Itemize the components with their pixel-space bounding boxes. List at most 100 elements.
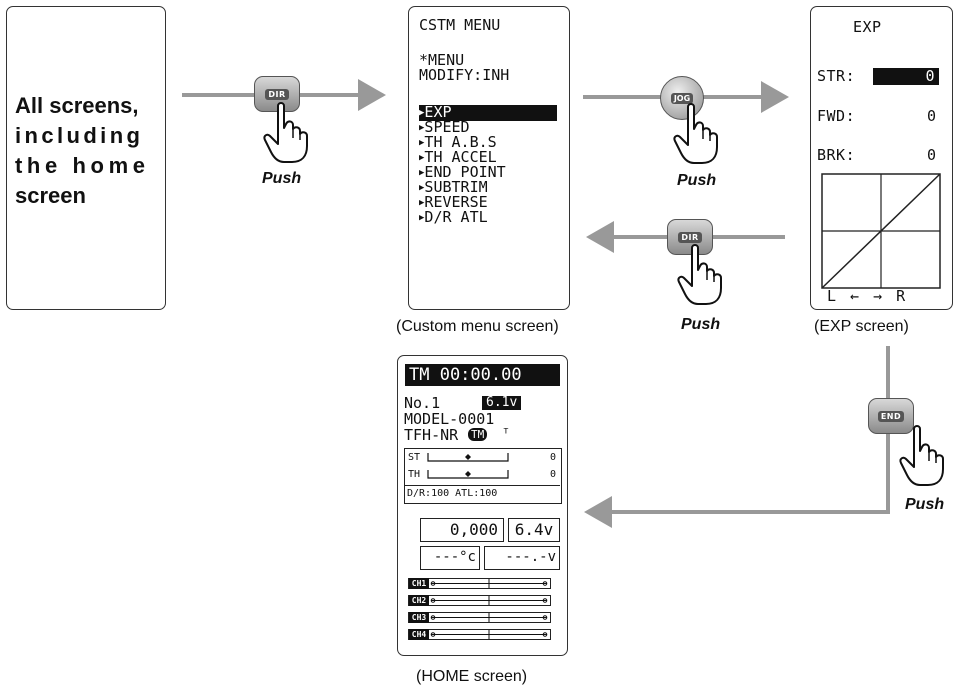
home-volt3-box: ---.-v: [484, 546, 560, 570]
exp-str-label: STR:: [817, 67, 856, 85]
home-caption: (HOME screen): [416, 668, 528, 685]
exp-screen: EXP STR: 0 FWD: 0 BRK: 0 L ← → R: [810, 6, 953, 310]
all-screens-line-1: All screens,: [15, 93, 139, 118]
push-label: Push: [681, 316, 721, 333]
all-screens-panel: All screens, including the home screen: [6, 6, 166, 310]
home-st-row: ST 0: [408, 452, 556, 466]
menu-pointer-icon: ▶: [419, 153, 425, 163]
home-type-text: TFH-NR: [404, 426, 459, 444]
menu-item-speed[interactable]: ▶SPEED: [419, 120, 470, 136]
menu-title: CSTM MENU: [419, 16, 501, 34]
channel-label: CH1: [409, 578, 429, 589]
exp-axis-label: L ← → R: [827, 287, 906, 305]
home-counter-box: 0,000: [420, 518, 504, 542]
home-timer: TM 00:00.00: [405, 364, 560, 386]
channel-bar: [430, 613, 548, 622]
home-temp: ---°c: [433, 549, 476, 565]
menu-pointer-icon: ▶: [419, 123, 425, 133]
push-label: Push: [677, 172, 717, 189]
menu-item-reverse[interactable]: ▶REVERSE: [419, 195, 488, 211]
push-label: Push: [905, 496, 945, 513]
modify-status: MODIFY:INH: [419, 66, 510, 84]
exp-brk-value: 0: [927, 146, 937, 164]
home-st-label: ST: [408, 452, 421, 463]
home-voltage-badge: 6.1v: [482, 395, 522, 410]
home-screen: TM 00:00.00 No.1 6.1v MODEL-0001 TFH-NR …: [397, 355, 568, 656]
exp-title: EXP: [853, 18, 882, 36]
menu-item-label: SPEED: [424, 118, 470, 136]
exp-fwd-value: 0: [927, 107, 937, 125]
dir-button-label: DIR: [678, 231, 702, 243]
home-model-name: MODEL-0001: [404, 410, 495, 428]
home-voltage-badge-text: 6.1v: [486, 395, 518, 410]
all-screens-line-4: screen: [15, 183, 86, 208]
menu-item-label: TH A.B.S: [424, 133, 497, 151]
home-volt3: ---.-v: [505, 549, 556, 565]
channel-row: CH4: [408, 629, 551, 640]
menu-item-label: REVERSE: [424, 193, 488, 211]
menu-item-label: END POINT: [424, 163, 506, 181]
exp-str-value: 0: [873, 68, 939, 85]
home-tm-badge: TM: [468, 428, 488, 441]
channel-row: CH3: [408, 612, 551, 623]
home-volt2-box: 6.4v: [508, 518, 560, 542]
menu-item-th-a-b-s[interactable]: ▶TH A.B.S: [419, 135, 497, 151]
exp-curve-graph: [821, 173, 941, 289]
st-trim-bar: [427, 453, 509, 462]
menu-item-th-accel[interactable]: ▶TH ACCEL: [419, 150, 497, 166]
custom-menu-caption: (Custom menu screen): [396, 318, 559, 335]
hand-push-icon: [673, 103, 718, 164]
home-th-label: TH: [408, 469, 421, 480]
menu-item-subtrim[interactable]: ▶SUBTRIM: [419, 180, 488, 196]
menu-label: *MENU: [419, 51, 465, 69]
menu-pointer-icon: ▶: [419, 213, 425, 223]
jog-button[interactable]: JOG: [660, 76, 704, 120]
menu-item-exp[interactable]: ▶EXP: [419, 105, 557, 121]
hand-push-icon: [677, 244, 722, 305]
menu-item-label: SUBTRIM: [424, 178, 488, 196]
menu-item-d-r-atl[interactable]: ▶D/R ATL: [419, 210, 488, 226]
menu-pointer-icon: ▶: [419, 183, 425, 193]
home-th-row: TH 0: [408, 469, 556, 483]
home-volt2: 6.4v: [514, 520, 554, 539]
home-temp-box: ---°c: [420, 546, 480, 570]
home-timer-text: TM 00:00.00: [409, 365, 522, 385]
exp-fwd-label: FWD:: [817, 107, 856, 125]
end-button[interactable]: END: [868, 398, 914, 434]
end-button-label: END: [877, 410, 905, 422]
menu-item-label: D/R ATL: [424, 208, 488, 226]
channel-bar: [430, 630, 548, 639]
push-label: Push: [262, 170, 302, 187]
all-screens-line-2: including: [15, 123, 144, 148]
home-type: TFH-NR TM ᵀ: [404, 427, 561, 443]
hand-push-icon: [899, 425, 944, 486]
exp-str-value-text: 0: [925, 67, 935, 85]
menu-item-label: EXP: [424, 103, 452, 121]
hand-push-icon: [263, 102, 308, 163]
channel-row: CH2: [408, 595, 551, 606]
menu-pointer-icon: ▶: [419, 138, 425, 148]
channel-row: CH1: [408, 578, 551, 589]
exp-caption: (EXP screen): [814, 318, 909, 335]
home-model-no-text: No.1: [404, 394, 441, 412]
th-trim-bar: [427, 470, 509, 479]
home-tm-badge-text: TM: [471, 428, 485, 441]
exp-brk-label: BRK:: [817, 146, 856, 164]
channel-bar: [430, 596, 548, 605]
menu-item-end-point[interactable]: ▶END POINT: [419, 165, 506, 181]
channel-label: CH4: [409, 629, 429, 640]
jog-button-label: JOG: [670, 92, 694, 104]
channel-label: CH3: [409, 612, 429, 623]
home-trim-box: ST 0 TH 0 D/R:100 ATL:100: [404, 448, 562, 504]
home-dr-atl: D/R:100 ATL:100: [405, 485, 560, 501]
home-st-value: 0: [549, 452, 556, 463]
dir-button[interactable]: DIR: [667, 219, 713, 255]
dir-button-label: DIR: [265, 88, 289, 100]
home-model-no: No.1 6.1v: [404, 395, 561, 411]
menu-pointer-icon: ▶: [419, 198, 425, 208]
all-screens-line-3: the home: [15, 153, 150, 178]
channel-bar: [430, 579, 548, 588]
menu-pointer-icon: ▶: [419, 108, 425, 118]
home-counter: 0,000: [449, 520, 498, 539]
channel-label: CH2: [409, 595, 429, 606]
